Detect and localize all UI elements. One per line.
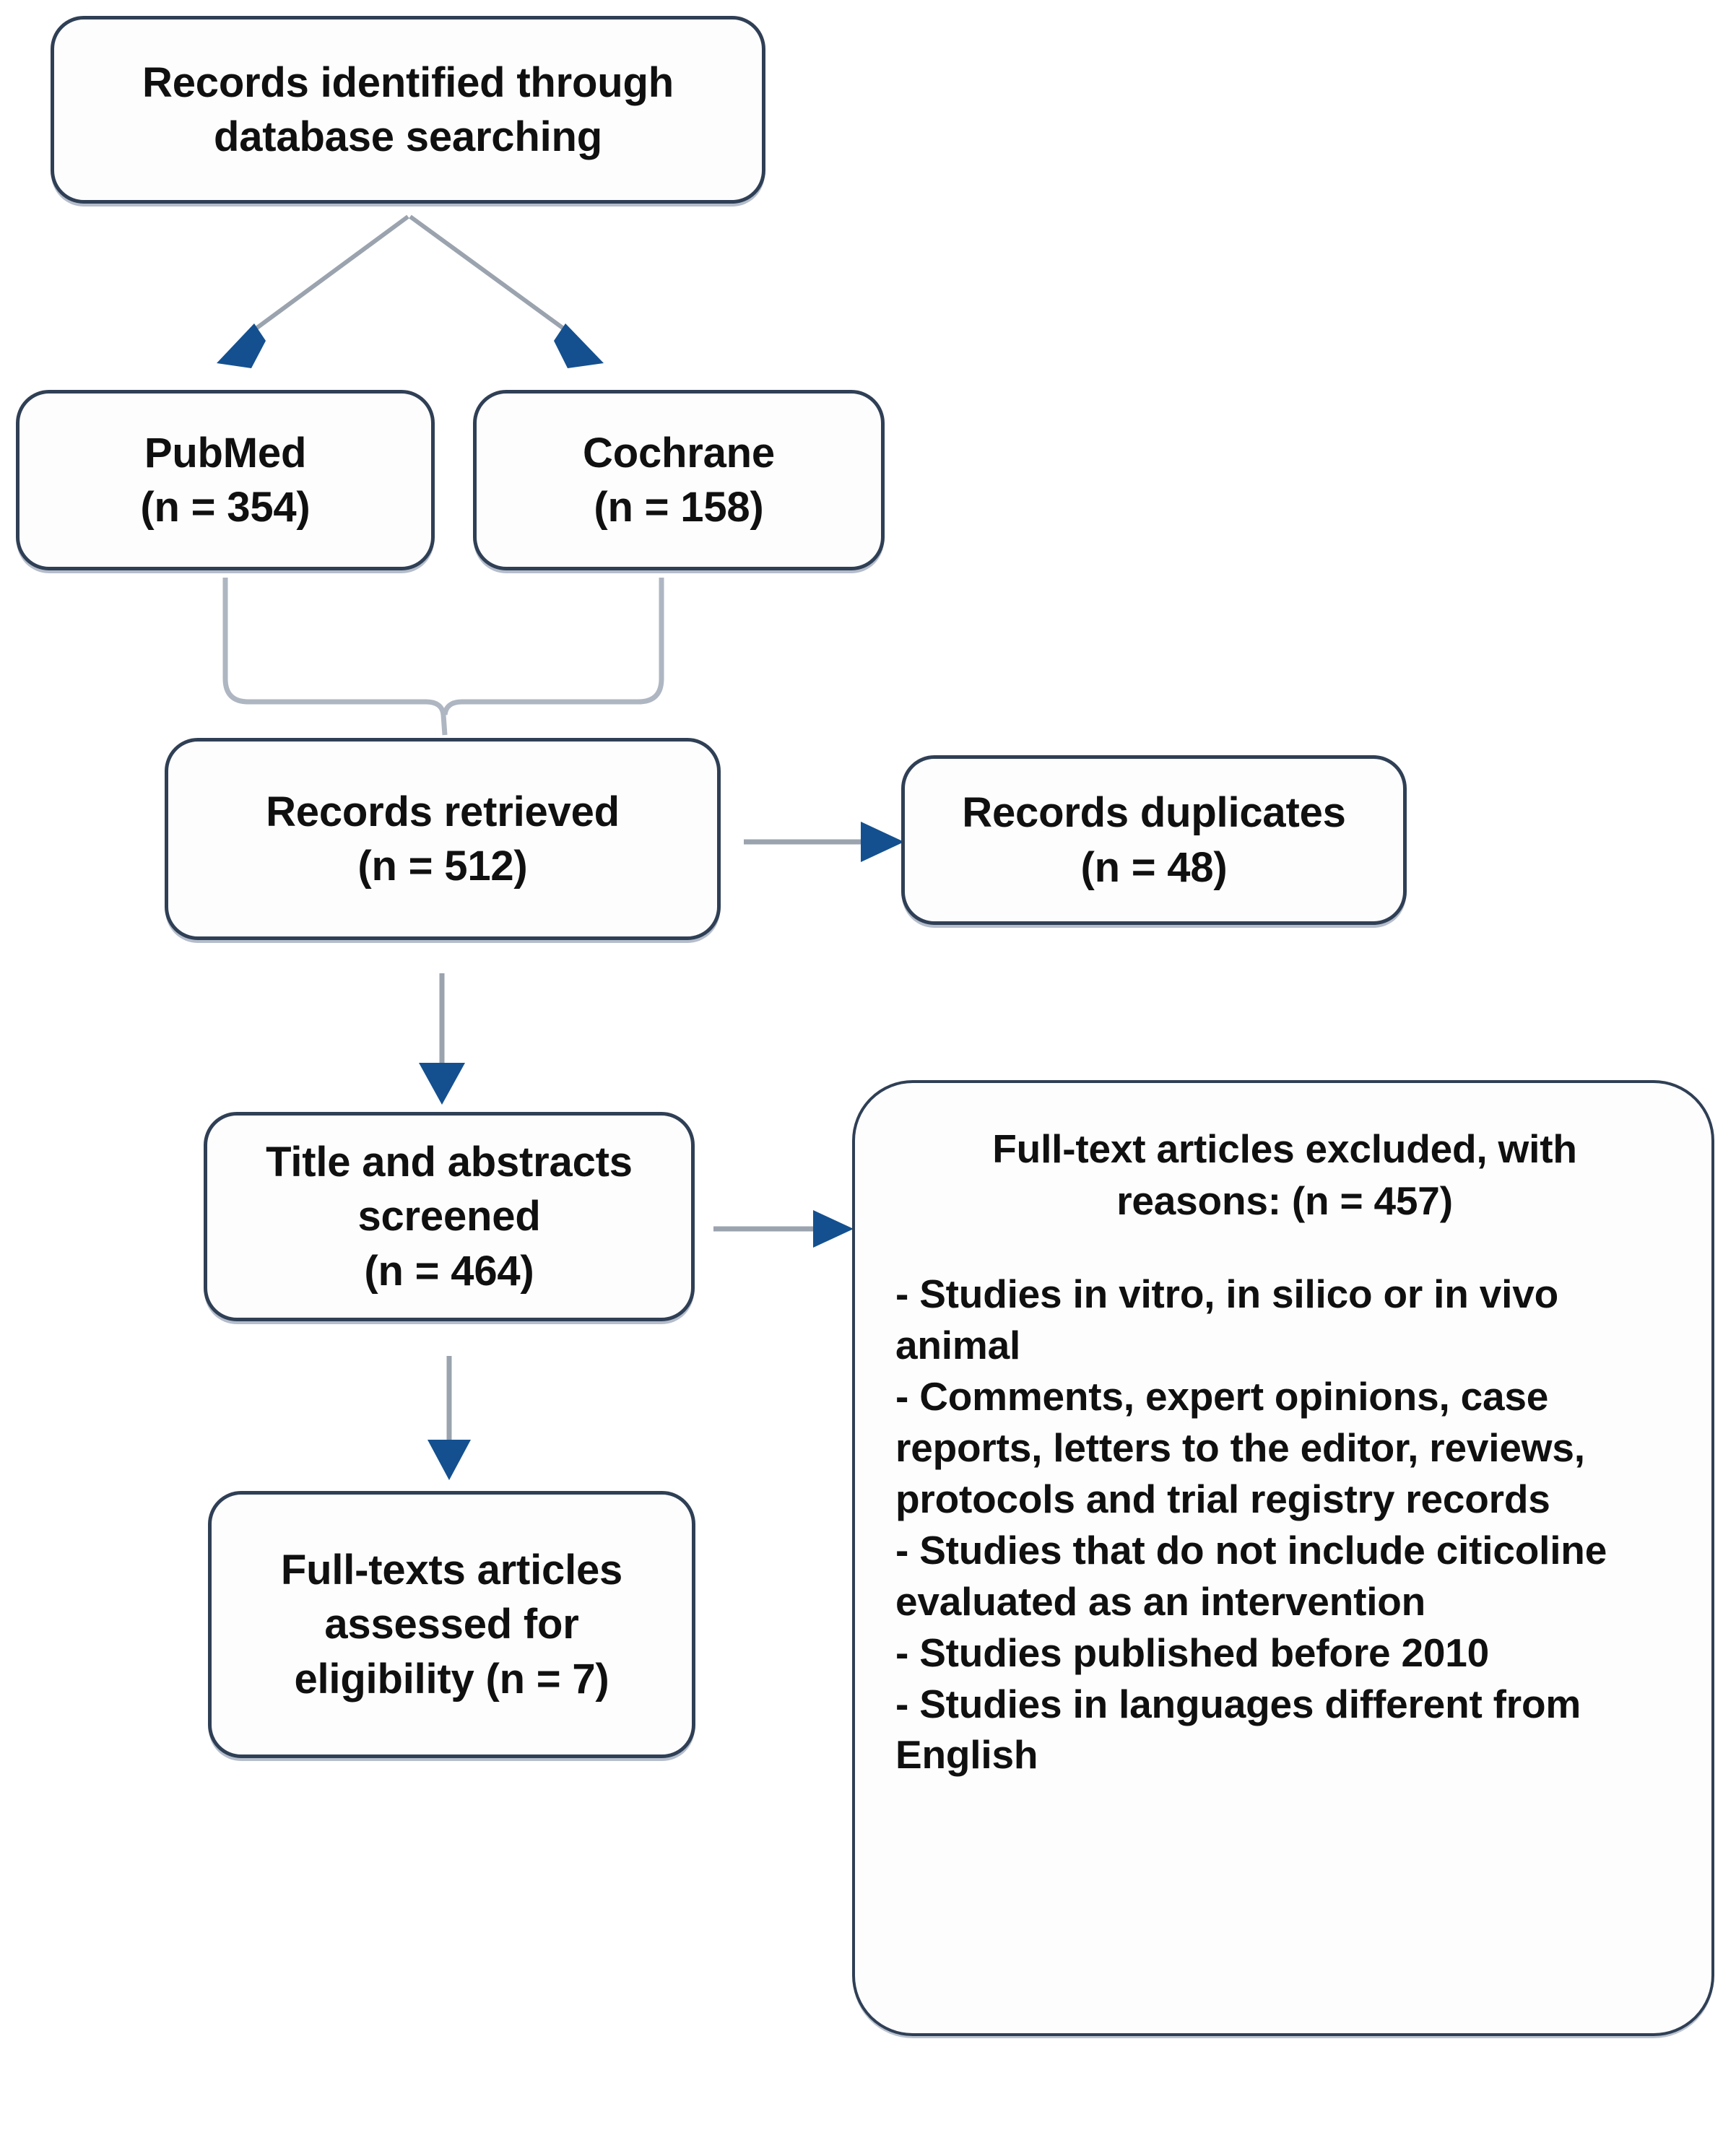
edge-identified-to-pubmed bbox=[217, 214, 409, 368]
edge-retrieved-to-duplicates bbox=[744, 822, 904, 862]
excluded-inner: Full-text articles excluded, with reason… bbox=[855, 1083, 1711, 1780]
node-records-identified[interactable]: Records identified through database sear… bbox=[51, 16, 765, 204]
node-fulltext-assessed-eligibility[interactable]: Full-texts articles assessed for eligibi… bbox=[208, 1491, 695, 1758]
excluded-reason-item: - Studies in languages different from En… bbox=[895, 1681, 1581, 1778]
node-records-duplicates-label: Records duplicates (n = 48) bbox=[962, 789, 1346, 891]
node-pubmed-label: PubMed (n = 354) bbox=[140, 429, 311, 531]
node-title-abstracts-screened[interactable]: Title and abstracts screened (n = 464) bbox=[204, 1112, 695, 1321]
node-pubmed[interactable]: PubMed (n = 354) bbox=[16, 390, 435, 570]
edge-identified-to-cochrane bbox=[409, 214, 604, 368]
node-title-abstracts-screened-label: Title and abstracts screened (n = 464) bbox=[266, 1138, 633, 1295]
node-records-duplicates[interactable]: Records duplicates (n = 48) bbox=[901, 755, 1407, 925]
node-cochrane-label: Cochrane (n = 158) bbox=[583, 429, 775, 531]
node-fulltext-excluded[interactable]: Full-text articles excluded, with reason… bbox=[852, 1080, 1714, 2036]
excluded-reason-item: - Studies in vitro, in silico or in vivo… bbox=[895, 1271, 1558, 1367]
edge-screened-to-eligible bbox=[428, 1356, 471, 1480]
excluded-reason-item: - Comments, expert opinions, case report… bbox=[895, 1373, 1585, 1521]
edge-screened-to-excluded bbox=[713, 1210, 854, 1248]
node-fulltext-assessed-eligibility-label: Full-texts articles assessed for eligibi… bbox=[280, 1546, 623, 1703]
node-records-retrieved[interactable]: Records retrieved (n = 512) bbox=[165, 738, 721, 940]
excluded-reason-item: - Studies published before 2010 bbox=[895, 1630, 1490, 1675]
node-records-retrieved-label: Records retrieved (n = 512) bbox=[266, 788, 620, 890]
node-cochrane[interactable]: Cochrane (n = 158) bbox=[473, 390, 885, 570]
excluded-reasons-list: - Studies in vitro, in silico or in vivo… bbox=[893, 1269, 1677, 1780]
node-records-identified-label: Records identified through database sear… bbox=[142, 58, 674, 160]
edge-retrieved-to-screened bbox=[419, 973, 465, 1105]
excluded-reason-item: - Studies that do not include citicoline… bbox=[895, 1527, 1607, 1624]
excluded-heading: Full-text articles excluded, with reason… bbox=[992, 1126, 1577, 1223]
edge-brace-merge bbox=[222, 578, 664, 736]
